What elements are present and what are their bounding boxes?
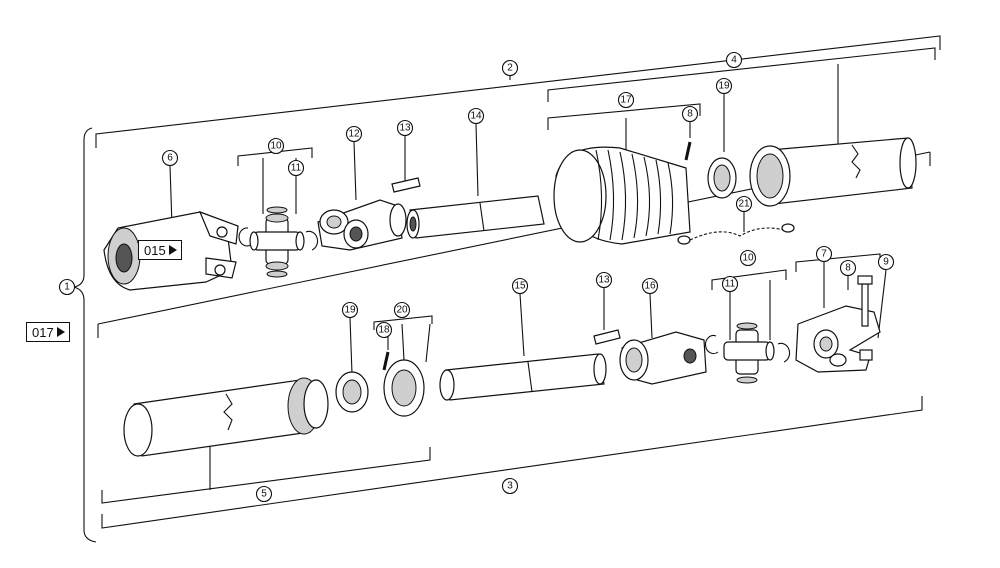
callout-11-bottom: 11 <box>721 275 739 293</box>
callout-16: 16 <box>641 277 659 295</box>
callout-19-bottom: 19 <box>341 301 359 319</box>
svg-text:4: 4 <box>731 55 737 66</box>
screw-18-bottom <box>382 351 390 371</box>
callout-20: 20 <box>393 301 411 319</box>
outer-guard-tube-top <box>749 137 917 207</box>
callout-3: 3 <box>501 477 519 495</box>
svg-text:11: 11 <box>291 163 302 174</box>
outer-guard-tube-5 <box>123 377 329 457</box>
callout-7: 7 <box>815 245 833 263</box>
svg-text:8: 8 <box>845 263 851 274</box>
callout-4: 4 <box>725 51 743 69</box>
tube-15 <box>439 353 607 401</box>
callout-13-bottom: 13 <box>595 271 613 289</box>
leader-lines <box>169 54 887 490</box>
callout-10-top: 10 <box>267 137 285 155</box>
svg-text:7: 7 <box>821 249 827 260</box>
callout-11-top: 11 <box>287 159 305 177</box>
bearing-ring-19-top <box>707 157 737 199</box>
callout-18: 18 <box>375 321 393 339</box>
svg-text:8: 8 <box>687 109 693 120</box>
svg-text:9: 9 <box>883 257 889 268</box>
right-arrow-icon <box>168 245 177 255</box>
svg-text:10: 10 <box>270 141 282 152</box>
guard-bellows-17 <box>553 146 691 245</box>
callout-5: 5 <box>255 485 273 503</box>
bolt-8 <box>857 275 873 327</box>
cross-journal-11-bottom <box>723 322 775 384</box>
circlip-top-right <box>305 230 319 251</box>
reference-017-link[interactable]: 017 <box>26 322 70 342</box>
callout-13-top: 13 <box>396 119 414 137</box>
svg-text:17: 17 <box>620 95 632 106</box>
svg-text:16: 16 <box>644 281 656 292</box>
callout-2: 2 <box>501 59 519 77</box>
svg-text:19: 19 <box>344 305 356 316</box>
callout-19-top: 19 <box>715 77 733 95</box>
callout-1: 1 <box>58 278 76 296</box>
yoke-7 <box>795 305 881 373</box>
circlip-bottom-left <box>704 335 719 355</box>
reference-015-link[interactable]: 015 <box>138 240 182 260</box>
bracket-lines <box>73 35 941 543</box>
callout-9: 9 <box>877 253 895 271</box>
svg-text:2: 2 <box>507 63 513 74</box>
svg-text:21: 21 <box>738 199 750 210</box>
callout-8-top: 8 <box>681 105 699 123</box>
right-arrow-icon <box>56 327 65 337</box>
svg-text:13: 13 <box>399 123 411 134</box>
safety-chain-21 <box>677 223 795 245</box>
svg-text:11: 11 <box>725 279 736 290</box>
svg-text:6: 6 <box>167 153 173 164</box>
circlip-bottom-right <box>777 342 791 363</box>
inner-yoke-16 <box>619 331 707 385</box>
svg-text:5: 5 <box>261 489 267 500</box>
callout-17: 17 <box>617 91 635 109</box>
svg-text:13: 13 <box>598 275 610 286</box>
screw-18-top <box>684 141 692 161</box>
guard-cone-20 <box>383 359 425 417</box>
svg-text:14: 14 <box>470 111 482 122</box>
callout-14: 14 <box>467 107 485 125</box>
callout-21: 21 <box>735 195 753 213</box>
callout-12: 12 <box>345 125 363 143</box>
svg-text:19: 19 <box>718 81 730 92</box>
cross-journal-11-top <box>249 206 305 278</box>
callout-8-bottom: 8 <box>839 259 857 277</box>
svg-text:10: 10 <box>742 253 754 264</box>
svg-text:18: 18 <box>378 325 390 336</box>
inner-yoke-12 <box>317 199 407 251</box>
bearing-ring-19-bottom <box>335 371 369 413</box>
svg-text:20: 20 <box>396 305 408 316</box>
svg-text:3: 3 <box>507 481 513 492</box>
circlip-top-left <box>238 227 253 247</box>
reference-017-label: 017 <box>32 324 54 340</box>
tube-14 <box>406 195 545 239</box>
callout-15: 15 <box>511 277 529 295</box>
svg-text:15: 15 <box>514 281 526 292</box>
callout-6: 6 <box>161 149 179 167</box>
pin-13-top <box>391 177 421 193</box>
pin-13-bottom <box>593 329 621 345</box>
svg-text:1: 1 <box>64 282 70 293</box>
callout-10-bottom: 10 <box>739 249 757 267</box>
reference-015-label: 015 <box>144 242 166 258</box>
nut-9 <box>859 349 873 361</box>
svg-text:12: 12 <box>348 129 360 140</box>
